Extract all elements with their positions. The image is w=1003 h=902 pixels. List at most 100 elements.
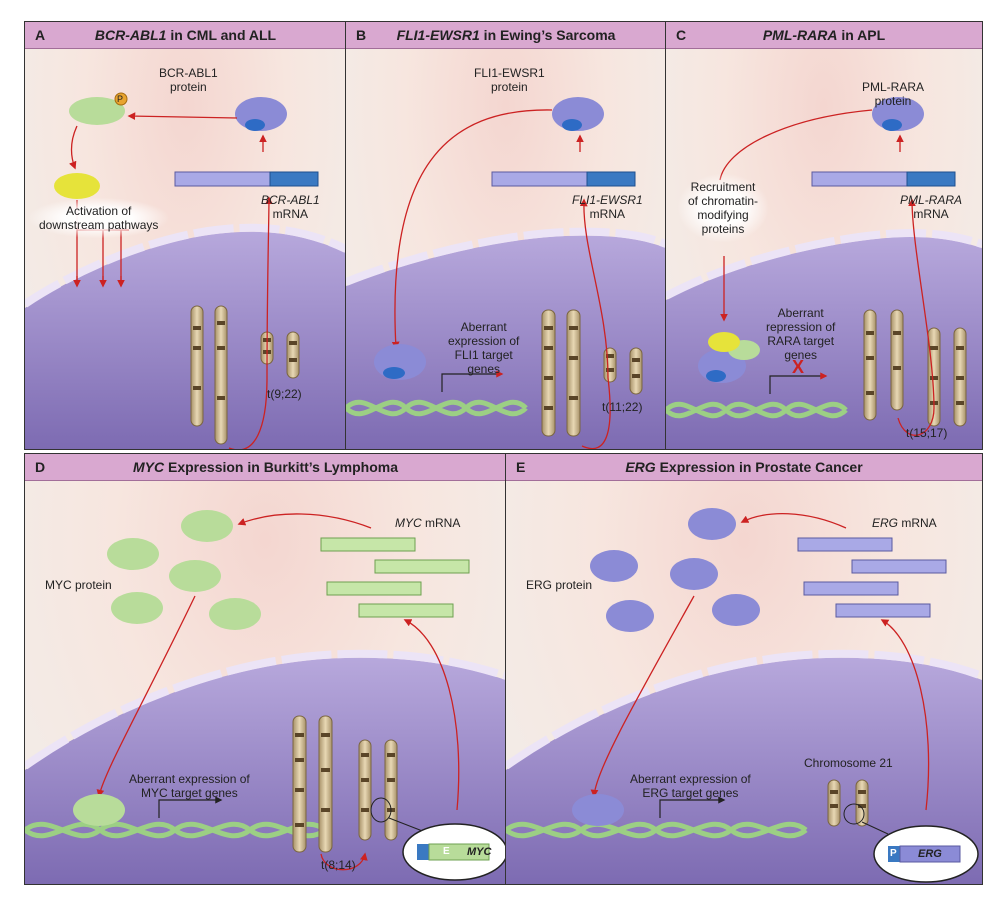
dna-helix [666, 401, 848, 419]
panel-b-letter: B [356, 27, 367, 43]
panel-a-header: A BCR-ABL1 in CML and ALL [25, 22, 346, 49]
erg-mrna-bar [803, 581, 899, 596]
mrna-bar [811, 171, 908, 187]
dna-helix [346, 399, 528, 417]
nuclear-membrane [25, 223, 346, 308]
panel-a-illustration [25, 92, 346, 449]
protein-label: FLI1-EWSR1 protein [474, 66, 545, 94]
myc-mrna-bar [326, 581, 422, 596]
mrna-label: FLI1-EWSR1 mRNA [572, 193, 643, 221]
der-8 [318, 715, 333, 853]
erg-gene-block [899, 845, 961, 863]
panel-e-header: E ERG Expression in Prostate Cancer [506, 454, 982, 481]
chromosome-9 [190, 305, 204, 427]
chromosome-15 [863, 309, 877, 421]
panel-d-header: D MYC Expression in Burkitt’s Lymphoma [25, 454, 506, 481]
panel-c-illustration [666, 97, 982, 449]
panel-b-illustration [346, 97, 666, 449]
expression-label: Aberrant expression of MYC target genes [129, 772, 250, 800]
myc-protein [169, 560, 221, 592]
pathway-label: Activation of downstream pathways [29, 198, 169, 238]
gene-label: MYC [467, 846, 492, 858]
dna-bound-erg [572, 794, 624, 826]
chromosome-21 [827, 779, 841, 827]
panel-a: A BCR-ABL1 in CML and ALL [24, 21, 347, 450]
chromosome-22-der [214, 305, 228, 445]
chromosome-22-der [566, 309, 581, 437]
erg-mrna-bar [835, 603, 931, 618]
gene-label: ERG [918, 848, 942, 860]
mrna-bar [491, 171, 588, 187]
protein-label: PML-RARA protein [862, 80, 925, 108]
erg-mrna-bar [851, 559, 947, 574]
repression-label: Aberrant repression of RARA target genes [766, 306, 836, 362]
chromosome-21-fused [855, 779, 869, 827]
recruitment-label: Recruitment of chromatin- modifying prot… [678, 174, 769, 242]
myc-protein [107, 538, 159, 570]
protein-label: ERG protein [526, 578, 593, 592]
promoter-block [888, 846, 900, 862]
panel-c: C PML-RARA in APL PML-RARA protein PM [665, 21, 983, 450]
mrna-label: MYC mRNA [395, 516, 461, 530]
myc-protein [111, 592, 163, 624]
mrna-label: PML-RARA mRNA [900, 193, 963, 221]
myc-gene-block [428, 843, 490, 861]
der-14 [384, 739, 398, 841]
panel-a-letter: A [35, 27, 46, 43]
chromosome-label: Chromosome 21 [804, 756, 893, 770]
zoom-circle [843, 803, 865, 825]
panel-d-illustration [25, 510, 506, 884]
promoter-label: P [890, 848, 897, 859]
enhancer-label: E [443, 846, 450, 857]
translocation-label: t(15;17) [906, 426, 948, 440]
erg-protein [606, 600, 654, 632]
chromosome-14 [358, 739, 372, 841]
myc-mrna-bar [320, 537, 416, 552]
dna-helix [25, 821, 327, 839]
panel-e-letter: E [516, 459, 526, 475]
mrna-bar [174, 171, 271, 187]
dna-bound-myc [73, 794, 125, 826]
der-22 [603, 347, 617, 383]
nuclear-membrane [506, 649, 982, 770]
expression-label: Aberrant expression of ERG target genes [630, 772, 751, 800]
translocation-label: t(9;22) [267, 387, 302, 401]
panel-d-title: MYC Expression in Burkitt’s Lymphoma [132, 459, 399, 475]
panel-b: B FLI1-EWSR1 in Ewing’s Sarcoma FLI1-EWS… [345, 21, 667, 450]
erg-protein [590, 550, 638, 582]
mrna-label: BCR-ABL1 mRNA [261, 193, 320, 221]
erg-protein [670, 558, 718, 590]
nucleus [346, 235, 666, 449]
myc-mrna-bar [358, 603, 454, 618]
panel-b-title: FLI1-EWSR1 in Ewing’s Sarcoma [396, 27, 616, 43]
panel-e: E ERG Expression in Prostate Cancer [505, 453, 983, 885]
erg-protein [688, 508, 736, 540]
enhancer-block [417, 844, 429, 860]
nuclear-membrane [25, 649, 506, 770]
nuclear-membrane [666, 229, 982, 300]
translocation-label: t(11;22) [602, 400, 643, 414]
phosphate-label: P [117, 94, 124, 104]
myc-protein [181, 510, 233, 542]
phosphate-group [114, 92, 128, 106]
mrna-label: ERG mRNA [872, 516, 937, 530]
translocation-label: t(8;14) [321, 858, 356, 872]
chromosome-8 [292, 715, 307, 853]
nuclear-membrane [346, 227, 666, 286]
erg-mrna-bar [797, 537, 893, 552]
panel-a-title: BCR-ABL1 in CML and ALL [94, 27, 277, 43]
dna-helix [506, 821, 808, 839]
panel-c-header: C PML-RARA in APL [666, 22, 982, 49]
chromosome-22 [629, 347, 643, 395]
panel-d-letter: D [35, 459, 46, 475]
activated-protein [69, 97, 125, 125]
expression-label: Aberrant expression of FLI1 target genes [448, 320, 520, 376]
chromosome-22 [286, 331, 300, 379]
zoom-circle [370, 797, 392, 823]
chromosome-11 [541, 309, 556, 437]
panel-d: D MYC Expression in Burkitt’s Lymphoma [24, 453, 507, 885]
corepressor-yellow [708, 332, 740, 352]
block-mark: X [792, 357, 805, 377]
protein-label: MYC protein [45, 578, 112, 592]
erg-protein [712, 594, 760, 626]
